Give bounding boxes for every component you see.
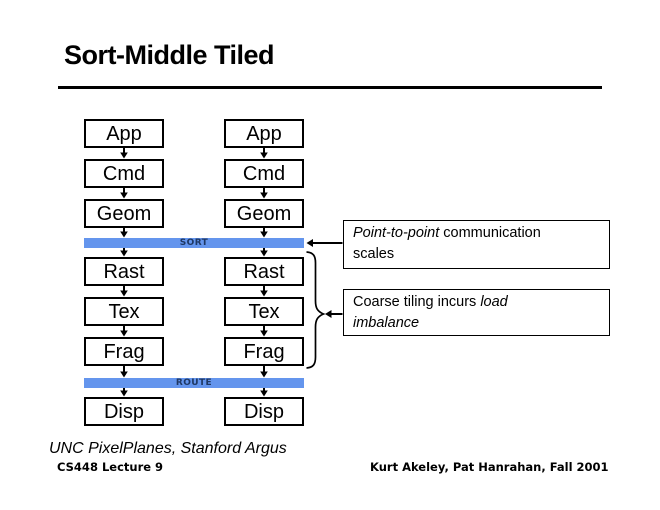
flow-arrow-head bbox=[120, 231, 128, 238]
flow-arrow-head bbox=[260, 390, 268, 397]
stage-box-disp-pipeline1: Disp bbox=[84, 397, 164, 426]
route-bar-label: ROUTE bbox=[175, 377, 213, 388]
flow-arrow-head bbox=[260, 231, 268, 238]
flow-arrow-head bbox=[120, 371, 128, 378]
annotation-point-to-point: Point-to-point communication scales bbox=[343, 220, 610, 269]
stage-box-frag-pipeline1: Frag bbox=[84, 337, 164, 366]
annotation-text-emphasis: Point-to-point bbox=[353, 225, 440, 241]
annotation-coarse-tiling: Coarse tiling incurs load imbalance bbox=[343, 289, 610, 336]
title-underline bbox=[58, 86, 602, 89]
flow-arrow-head bbox=[120, 290, 128, 297]
annotation-text-emphasis: imbalance bbox=[353, 315, 420, 331]
flow-arrow-head bbox=[260, 250, 268, 257]
tiling-annotation-arrow-head bbox=[325, 310, 332, 318]
flow-arrow-head bbox=[260, 371, 268, 378]
stage-box-app-pipeline2: App bbox=[224, 119, 304, 148]
flow-arrow-head bbox=[260, 192, 268, 199]
sort-bar-label: SORT bbox=[179, 237, 209, 248]
stage-box-geom-pipeline2: Geom bbox=[224, 199, 304, 228]
footer-authors-label: Kurt Akeley, Pat Hanrahan, Fall 2001 bbox=[370, 460, 609, 474]
stage-box-cmd-pipeline2: Cmd bbox=[224, 159, 304, 188]
flow-arrow-head bbox=[120, 152, 128, 159]
stage-box-rast-pipeline2: Rast bbox=[224, 257, 304, 286]
stage-box-geom-pipeline1: Geom bbox=[84, 199, 164, 228]
annotation-arrows bbox=[306, 239, 343, 318]
stage-box-disp-pipeline2: Disp bbox=[224, 397, 304, 426]
stage-box-app-pipeline1: App bbox=[84, 119, 164, 148]
annotation-text: scales bbox=[353, 246, 395, 262]
flow-arrow-head bbox=[260, 152, 268, 159]
stage-box-tex-pipeline2: Tex bbox=[224, 297, 304, 326]
annotation-text-emphasis: load bbox=[480, 294, 508, 310]
annotation-text-line: Point-to-point communication bbox=[353, 223, 600, 244]
stage-box-cmd-pipeline1: Cmd bbox=[84, 159, 164, 188]
sort-bar: SORT bbox=[84, 238, 304, 248]
stage-box-tex-pipeline1: Tex bbox=[84, 297, 164, 326]
stage-box-rast-pipeline1: Rast bbox=[84, 257, 164, 286]
route-bar: ROUTE bbox=[84, 378, 304, 388]
footer-course-label: CS448 Lecture 9 bbox=[57, 460, 164, 474]
annotation-text: communication bbox=[439, 225, 541, 241]
footer-systems-credit: UNC PixelPlanes, Stanford Argus bbox=[49, 440, 287, 457]
annotation-text-line: imbalance bbox=[353, 313, 600, 334]
flow-arrow-head bbox=[260, 330, 268, 337]
slide-title: Sort-Middle Tiled bbox=[64, 40, 275, 70]
flow-arrow-head bbox=[120, 330, 128, 337]
annotation-text-line: Coarse tiling incurs load bbox=[353, 292, 600, 313]
flow-arrow-head bbox=[120, 192, 128, 199]
flow-arrow-head bbox=[260, 290, 268, 297]
stage-box-frag-pipeline2: Frag bbox=[224, 337, 304, 366]
annotation-text: Coarse tiling incurs bbox=[353, 294, 481, 310]
stage-group-brace bbox=[306, 251, 326, 369]
flow-arrow-head bbox=[120, 390, 128, 397]
annotation-text-line: scales bbox=[353, 244, 600, 265]
sort-annotation-arrow-head bbox=[306, 239, 313, 247]
flow-arrow-head bbox=[120, 250, 128, 257]
